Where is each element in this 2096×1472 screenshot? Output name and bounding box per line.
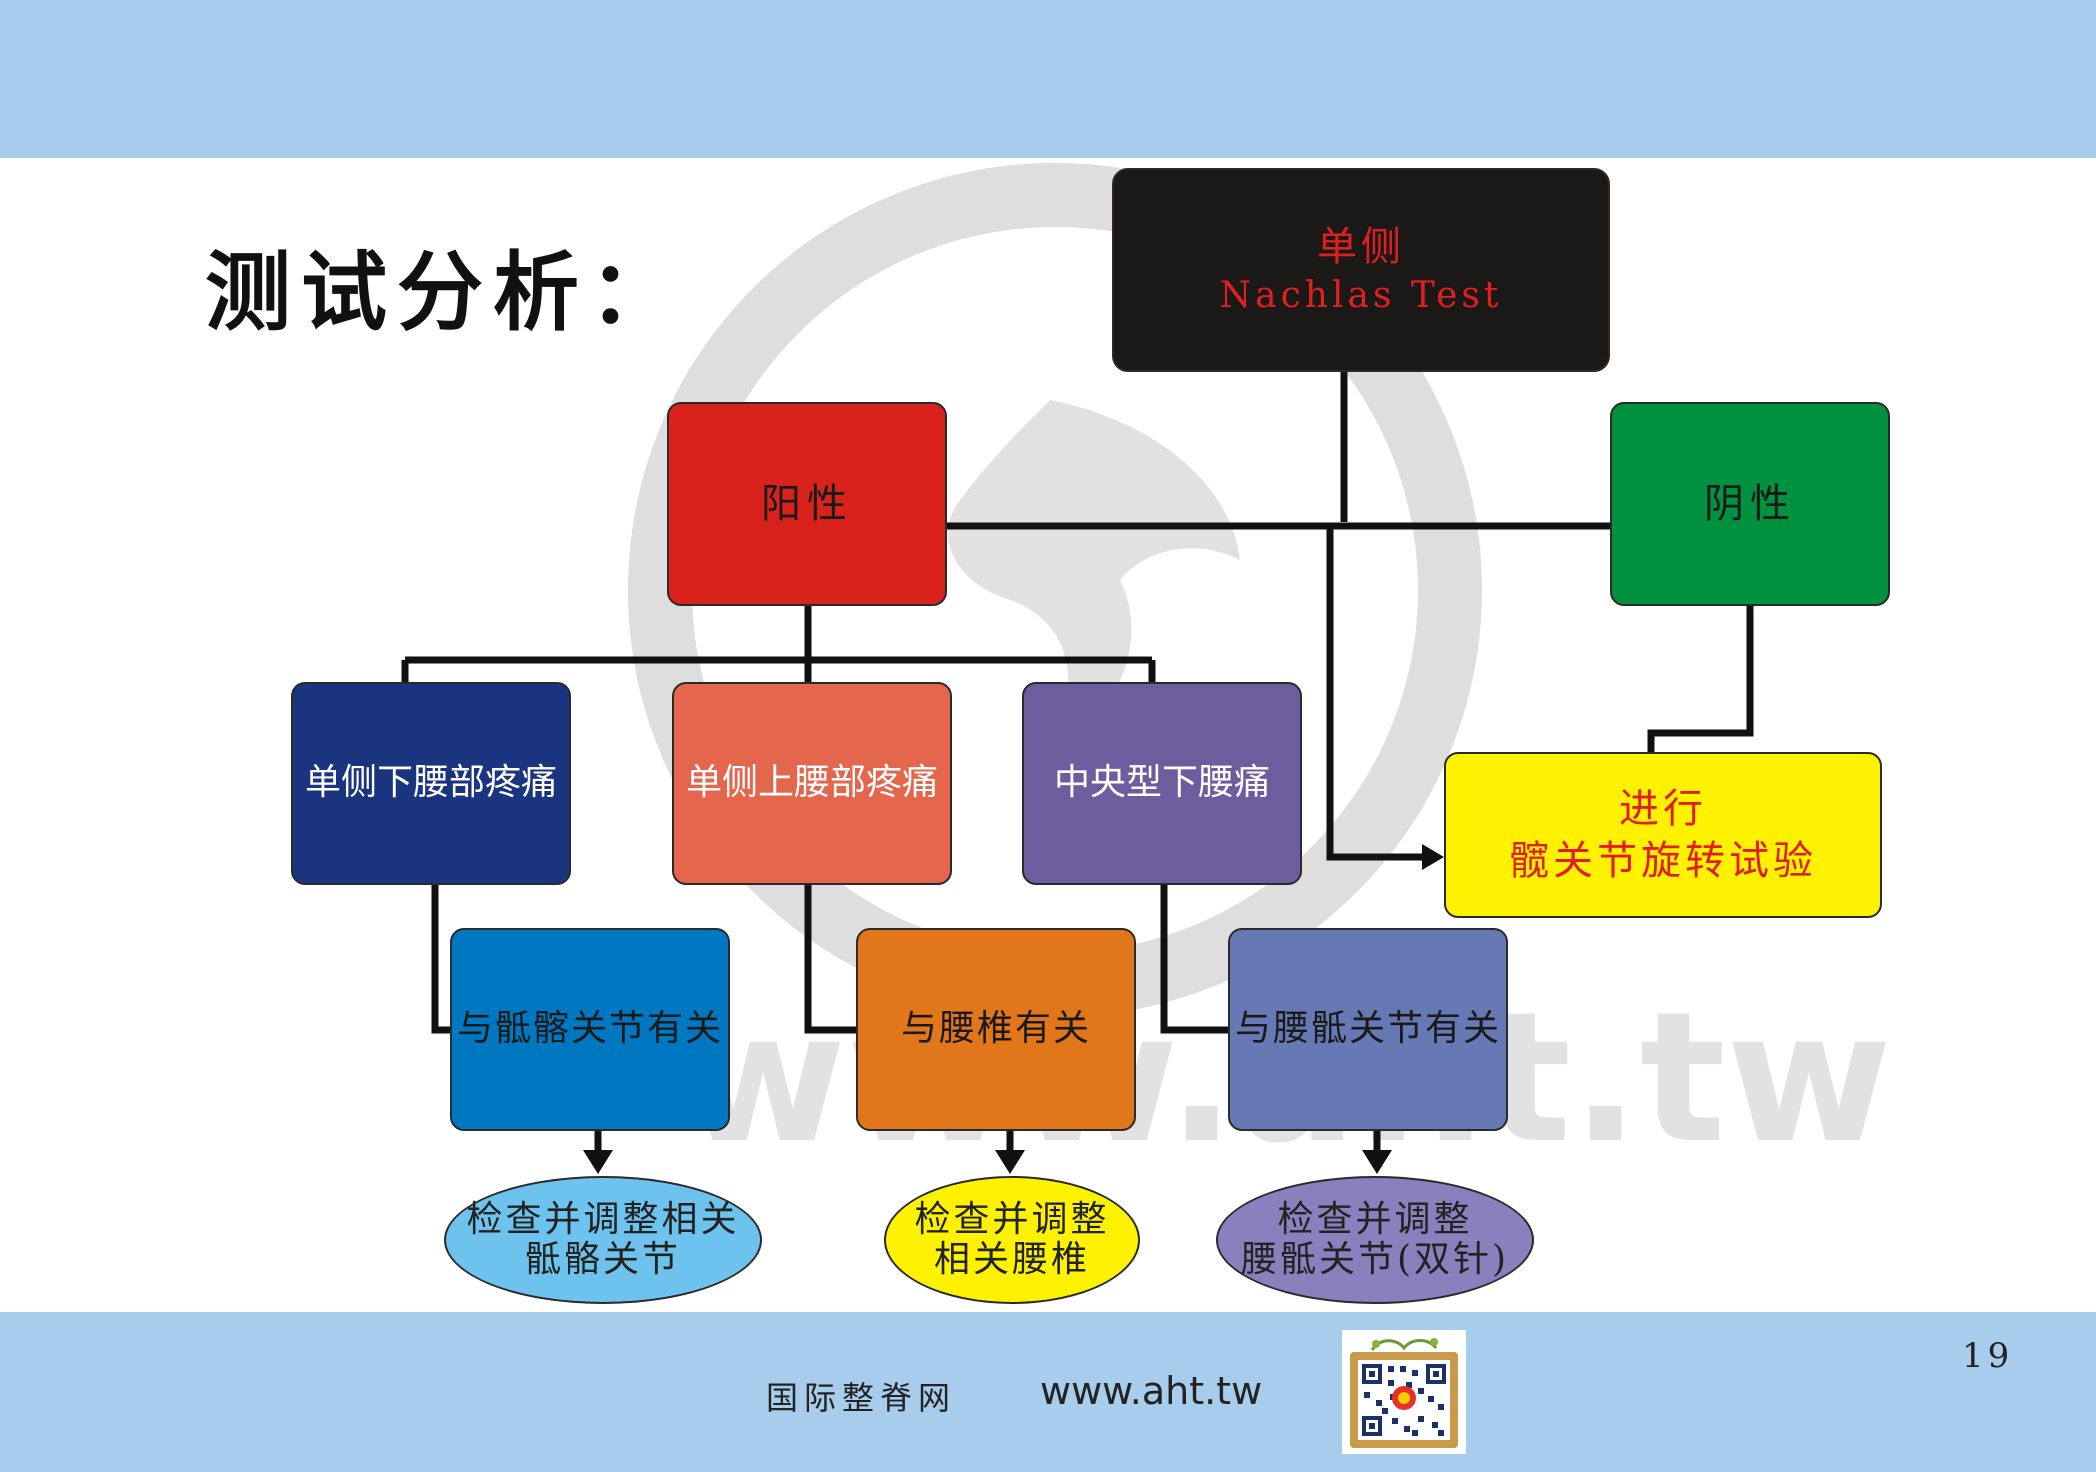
negative-label: 阴性 xyxy=(1704,481,1796,527)
relation-label: 与腰椎有关 xyxy=(900,1008,1091,1050)
action-check-lumbar: 检查并调整 相关腰椎 xyxy=(884,1176,1140,1304)
root-line-1: 单侧 xyxy=(1317,223,1405,270)
action-line-1: 检查并调整 xyxy=(914,1198,1110,1240)
symptom-label: 中央型下腰痛 xyxy=(1053,762,1270,804)
symptom-label: 单侧下腰部疼痛 xyxy=(304,762,557,804)
relation-lumbosacral: 与腰骶关节有关 xyxy=(1228,928,1508,1131)
relation-label: 与腰骶关节有关 xyxy=(1234,1008,1501,1050)
action-line-1: 检查并调整 xyxy=(1277,1198,1473,1240)
positive-label: 阳性 xyxy=(761,481,853,527)
footer-site-name: 国际整脊网 xyxy=(766,1379,957,1417)
page-number: 19 xyxy=(1962,1336,2014,1376)
symptom-label: 单侧上腰部疼痛 xyxy=(685,762,938,804)
action-line-2: 腰骶关节(双针) xyxy=(1240,1239,1510,1280)
negative-node: 阴性 xyxy=(1610,402,1890,606)
relation-label: 与骶髂关节有关 xyxy=(456,1008,723,1050)
relation-lumbar: 与腰椎有关 xyxy=(856,928,1136,1131)
root-node-nachlas-test: 单侧 Nachlas Test xyxy=(1112,168,1610,372)
root-line-2: Nachlas Test xyxy=(1219,274,1503,316)
action-line-1: 检查并调整相关 xyxy=(466,1198,740,1240)
footer-url: www.aht.tw xyxy=(1040,1369,1263,1413)
action-line-2: 骶骼关节 xyxy=(524,1239,681,1280)
hip-test-line-1: 进行 xyxy=(1619,786,1707,832)
relation-sacroiliac: 与骶髂关节有关 xyxy=(450,928,730,1131)
symptom-central-low-back: 中央型下腰痛 xyxy=(1022,682,1302,885)
action-check-lumbosacral: 检查并调整 腰骶关节(双针) xyxy=(1216,1176,1534,1304)
hip-test-line-2: 髋关节旋转试验 xyxy=(1509,838,1817,884)
qr-code-icon xyxy=(1342,1330,1466,1454)
positive-node: 阳性 xyxy=(667,402,947,606)
hip-rotation-test-node: 进行 髋关节旋转试验 xyxy=(1444,752,1882,918)
slide-title: 测试分析： xyxy=(205,243,685,343)
symptom-unilateral-upper-back: 单侧上腰部疼痛 xyxy=(672,682,952,885)
action-line-2: 相关腰椎 xyxy=(933,1239,1090,1280)
action-check-sacroiliac: 检查并调整相关 骶骼关节 xyxy=(444,1176,762,1304)
symptom-unilateral-lower-back: 单侧下腰部疼痛 xyxy=(291,682,571,885)
bottom-band xyxy=(0,1312,2096,1472)
top-band xyxy=(0,0,2096,158)
